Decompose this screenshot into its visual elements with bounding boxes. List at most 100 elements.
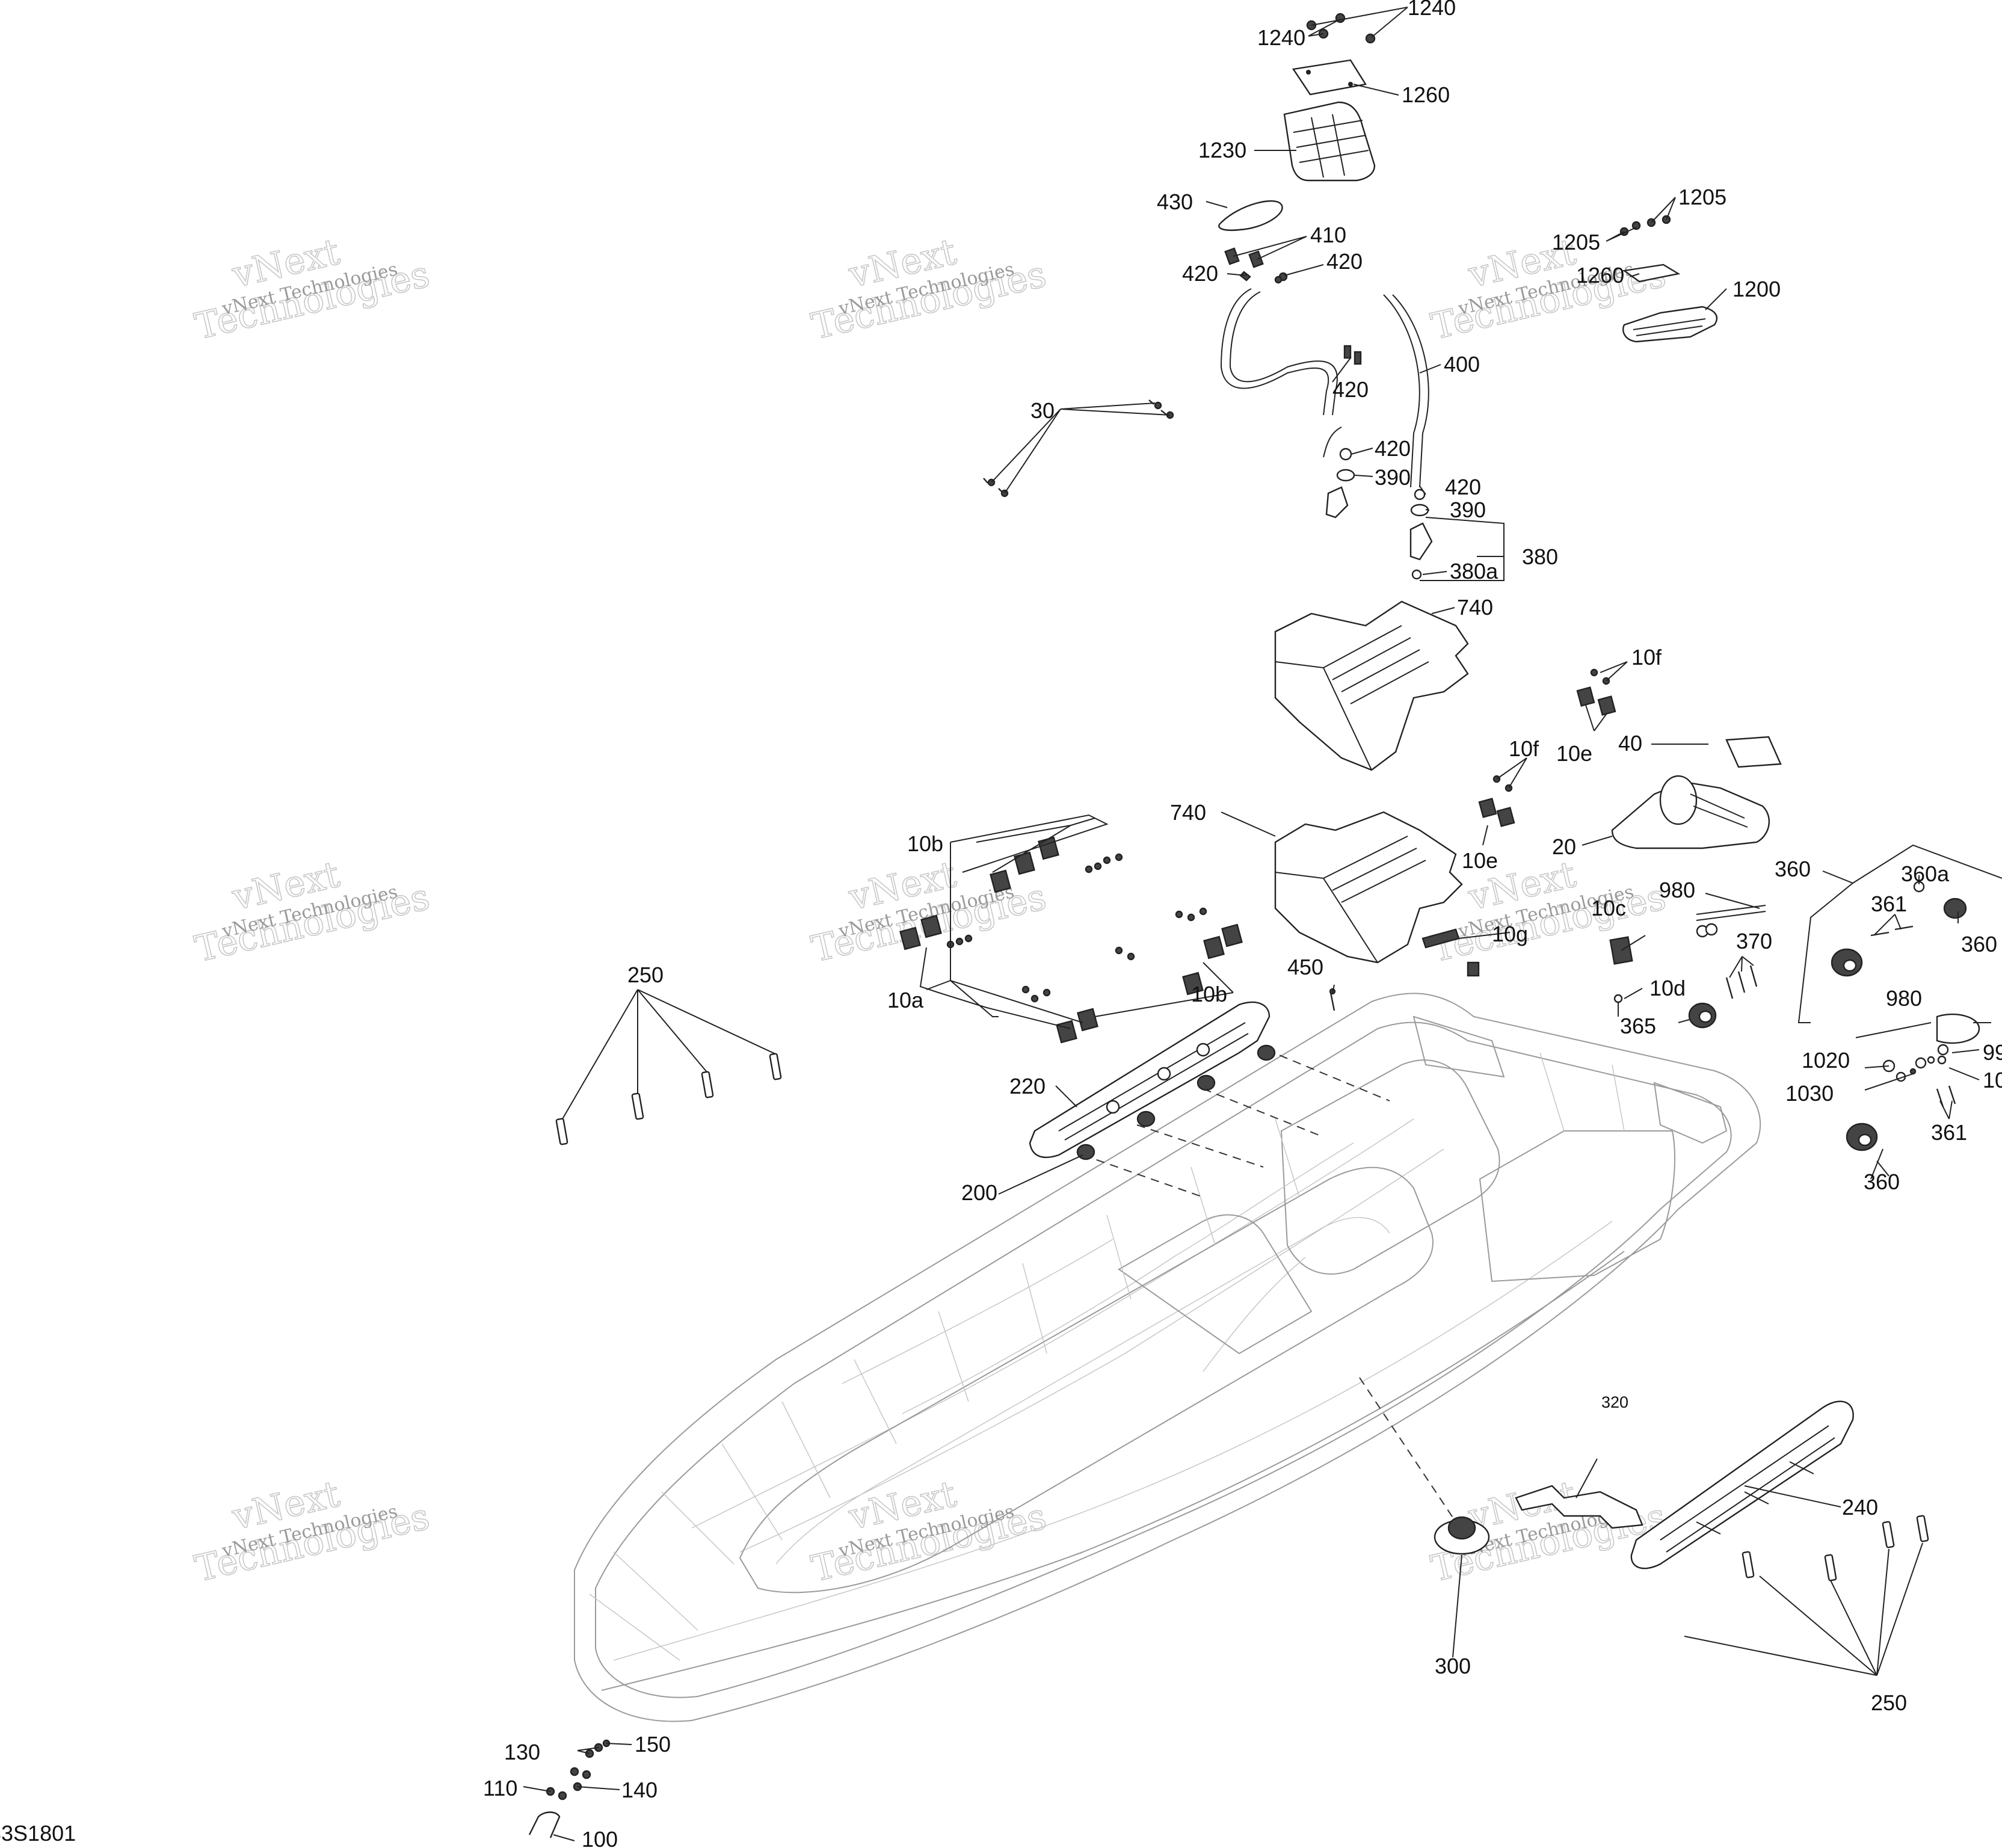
part-320-bracket — [1515, 1485, 1643, 1529]
label-300: 300 — [1435, 1654, 1471, 1678]
leader-lines — [523, 7, 2002, 1841]
hull-body — [574, 993, 1761, 1722]
label-20: 20 — [1552, 834, 1576, 859]
label-101: 101 — [1983, 1068, 2002, 1092]
part-1240-screws — [1306, 13, 1376, 44]
label-430: 430 — [1157, 189, 1193, 214]
part-10a-brackets — [899, 914, 973, 950]
part-40-plate — [1725, 736, 1782, 768]
label-370: 370 — [1736, 929, 1772, 953]
label-40: 40 — [1618, 731, 1642, 756]
part-10d-pin — [1613, 994, 1623, 1017]
part-100-u-clip — [528, 1811, 561, 1838]
part-20-handle — [1611, 775, 1770, 849]
label-420-lower: 420 — [1375, 436, 1411, 461]
label-250-right: 250 — [1871, 1690, 1907, 1715]
part-370-screws — [1725, 965, 1758, 999]
watermark-4: vNext Technologies vNext Technologies — [191, 853, 434, 971]
label-1230: 1230 — [1198, 138, 1246, 162]
part-400-hoses — [1220, 288, 1429, 488]
label-140: 140 — [621, 1778, 658, 1802]
label-220: 220 — [1009, 1074, 1046, 1098]
label-360-right: 360 — [1961, 932, 1997, 956]
label-99: 99 — [1983, 1040, 2002, 1065]
part-1200-grille — [1622, 306, 1718, 343]
label-30: 30 — [1030, 398, 1055, 423]
part-380-valve — [1325, 486, 1433, 580]
label-360-lower: 360 — [1864, 1169, 1900, 1194]
label-150: 150 — [635, 1732, 671, 1757]
part-1260-plate-rear — [1622, 263, 1681, 283]
label-10e-lower: 10e — [1462, 848, 1498, 873]
part-10e-clips — [1478, 668, 1616, 827]
part-361-screws — [1870, 925, 1956, 1107]
label-1030: 1030 — [1785, 1081, 1834, 1106]
label-10f-lower: 10f — [1509, 736, 1539, 761]
label-980-lower: 980 — [1886, 986, 1922, 1011]
label-10b-upper: 10b — [907, 831, 943, 856]
label-320: 320 — [1601, 1393, 1628, 1411]
part-420-clamps — [1339, 345, 1426, 500]
part-1230-grille — [1283, 101, 1376, 182]
watermark-6: vNext Technologies vNext Technologies — [1427, 853, 1670, 971]
label-1020: 1020 — [1802, 1048, 1850, 1073]
part-360-connectors — [1831, 881, 1967, 1151]
label-420-right: 420 — [1326, 249, 1363, 274]
part-240-rail — [1630, 1400, 1854, 1569]
watermark-1: vNext Technologies vNext Technologies — [191, 230, 434, 348]
part-740-lower-cushion — [1274, 811, 1463, 964]
label-100: 100 — [582, 1827, 618, 1848]
part-300-drain-plug — [1434, 1516, 1490, 1555]
label-361-lower: 361 — [1931, 1120, 1967, 1145]
part-430-gasket — [1218, 200, 1283, 231]
part-410-fittings — [1224, 247, 1288, 284]
label-10f-upper: 10f — [1631, 645, 1662, 670]
part-980-bracket-right — [1936, 1013, 1991, 1044]
watermark-2: vNext Technologies vNext Technologies — [807, 230, 1050, 348]
label-10e-upper: 10e — [1556, 741, 1592, 766]
label-1200: 1200 — [1732, 277, 1781, 301]
part-1260-plate — [1292, 59, 1367, 96]
part-99-101-washers — [1882, 1044, 1949, 1082]
part-220-rail — [1029, 1001, 1270, 1159]
alignment-lines — [1082, 1049, 1456, 1523]
part-labels: 1240 1240 1260 1230 430 410 420 420 420 … — [483, 0, 2002, 1848]
label-10d: 10d — [1649, 976, 1686, 1000]
label-110: 110 — [483, 1776, 517, 1800]
label-740-upper: 740 — [1457, 595, 1493, 620]
label-420-mid: 420 — [1332, 377, 1369, 402]
watermarks: vNext Technologies vNext Technologies vN… — [191, 230, 1670, 1591]
part-250-bolts-left — [555, 1053, 782, 1145]
label-250-left: 250 — [627, 962, 664, 987]
label-410: 410 — [1310, 223, 1346, 247]
label-380: 380 — [1522, 544, 1558, 569]
label-360a: 360a — [1901, 861, 1950, 886]
part-30-screws — [983, 399, 1174, 497]
label-200: 200 — [961, 1180, 997, 1205]
label-240: 240 — [1842, 1495, 1878, 1520]
part-365-connector — [1688, 1002, 1717, 1029]
label-420-left: 420 — [1182, 261, 1218, 286]
label-10g: 10g — [1492, 922, 1528, 946]
label-1205-left: 1205 — [1552, 230, 1600, 254]
label-420-right-lower: 420 — [1445, 475, 1481, 499]
label-1240-left: 1240 — [1257, 25, 1305, 50]
part-10b-brackets-lower — [1021, 907, 1243, 1044]
label-390-right: 390 — [1450, 497, 1486, 522]
label-1205-right: 1205 — [1678, 185, 1726, 209]
part-740-upper-cushion — [1274, 600, 1469, 771]
label-10b-lower: 10b — [1191, 982, 1227, 1006]
label-740-lower: 740 — [1170, 800, 1206, 825]
label-10c: 10c — [1591, 896, 1626, 920]
part-10b-brackets-upper — [990, 836, 1123, 893]
label-365: 365 — [1620, 1014, 1656, 1038]
label-360-group: 360 — [1775, 857, 1811, 881]
watermark-8: vNext Technologies vNext Technologies — [807, 1473, 1050, 1591]
part-1205-screws — [1619, 215, 1671, 236]
label-380a: 380a — [1450, 559, 1498, 584]
label-1260-top: 1260 — [1402, 82, 1450, 107]
label-361-upper: 361 — [1871, 892, 1907, 916]
label-1260-rear: 1260 — [1576, 263, 1624, 288]
label-130: 130 — [504, 1740, 540, 1764]
